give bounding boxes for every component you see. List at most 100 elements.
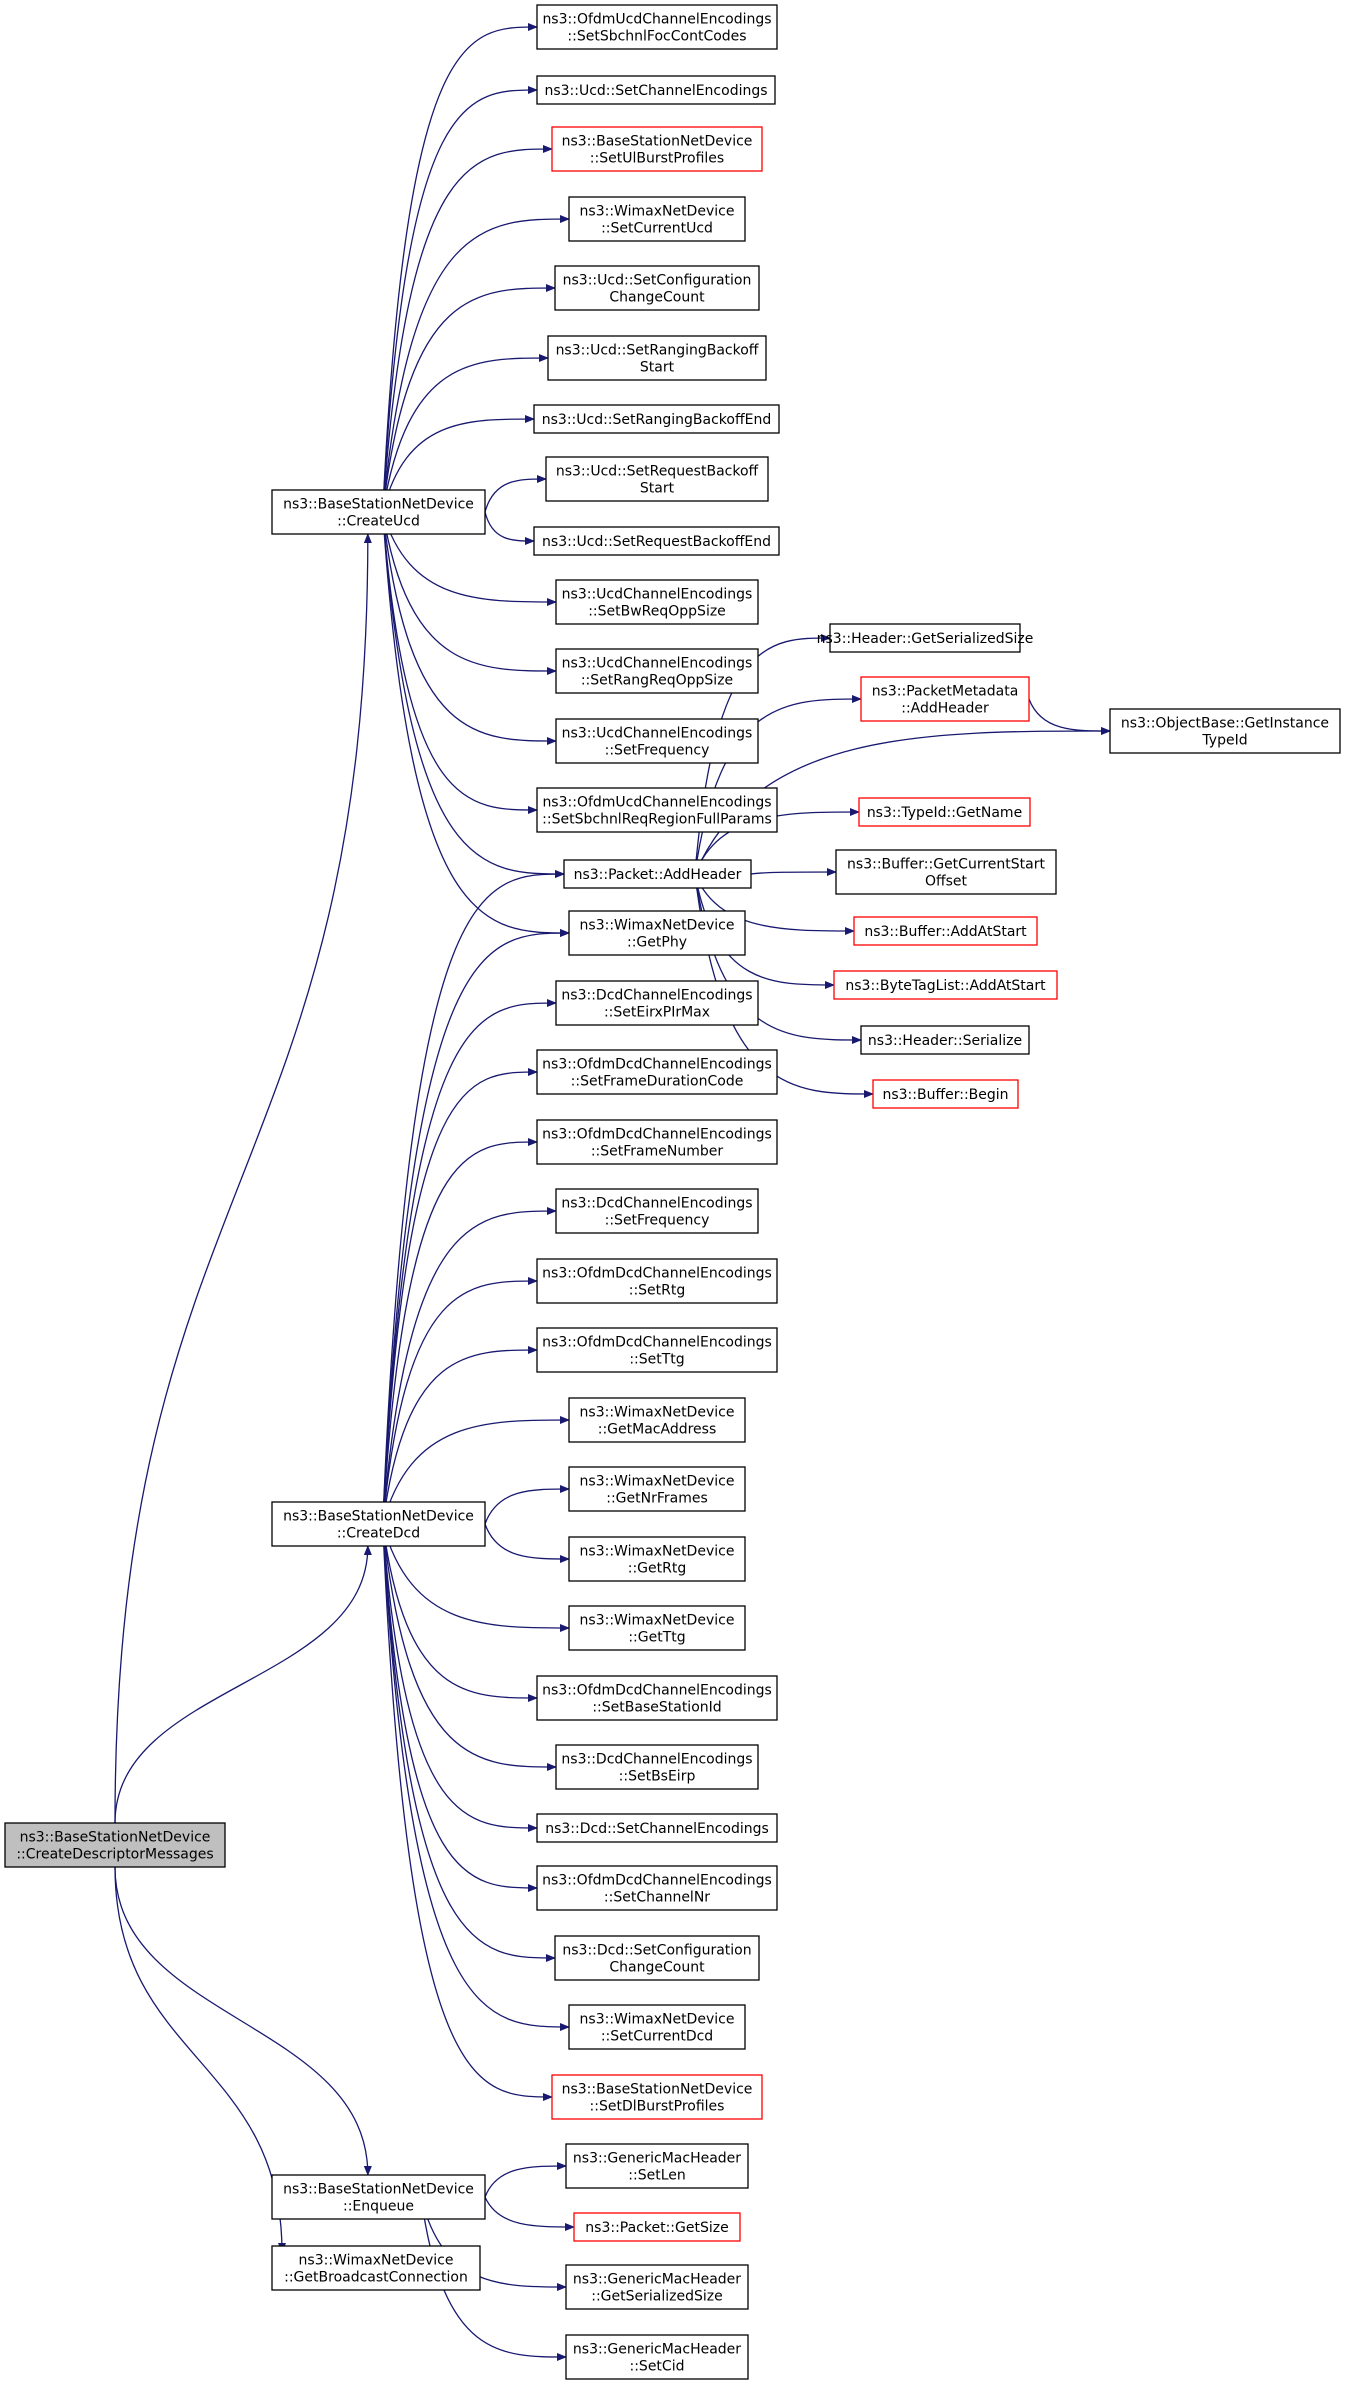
node-ucdchannelencodings-setbwreqoppsize[interactable]: ns3::UcdChannelEncodings::SetBwReqOppSiz… <box>555 579 759 625</box>
node-label: ns3::Packet::GetSize <box>585 2220 728 2236</box>
edge-ucd-to-u3 <box>382 145 553 513</box>
node-wimaxnetdevice-getbroadcastconnection[interactable]: ns3::WimaxNetDevice::GetBroadcastConnect… <box>271 2245 481 2291</box>
node-genericmacheader-setlen[interactable]: ns3::GenericMacHeader::SetLen <box>565 2143 749 2189</box>
node-ucd-setrangingbackoffend[interactable]: ns3::Ucd::SetRangingBackoffEnd <box>533 404 780 434</box>
node-label: ::GetBroadcastConnection <box>284 2270 468 2286</box>
node-label: ns3::Buffer::GetCurrentStart <box>847 857 1045 873</box>
node-label: ns3::BaseStationNetDevice <box>20 1830 211 1846</box>
node-ofdmdcdchannelencodings-setttg[interactable]: ns3::OfdmDcdChannelEncodings::SetTtg <box>536 1327 778 1373</box>
node-label: ::SetDlBurstProfiles <box>590 2099 725 2115</box>
node-typeid-getname[interactable]: ns3::TypeId::GetName <box>858 797 1031 827</box>
node-label: ::GetMacAddress <box>598 1422 717 1438</box>
node-label: ns3::OfdmDcdChannelEncodings <box>542 1873 772 1889</box>
node-box <box>568 2004 746 2050</box>
node-packetmetadata-addheader[interactable]: ns3::PacketMetadata::AddHeader <box>860 676 1030 722</box>
node-dcdchannelencodings-setbseirp[interactable]: ns3::DcdChannelEncodings::SetBsEirp <box>555 1744 759 1790</box>
node-wimaxnetdevice-setcurrentdcd[interactable]: ns3::WimaxNetDevice::SetCurrentDcd <box>568 2004 746 2050</box>
node-label: ns3::WimaxNetDevice <box>580 918 735 934</box>
node-label: ns3::OfdmDcdChannelEncodings <box>542 1127 772 1143</box>
node-box <box>551 2074 763 2120</box>
node-basestationnetdevice-createucd[interactable]: ns3::BaseStationNetDevice::CreateUcd <box>271 489 486 535</box>
node-label: ::SetEirxPIrMax <box>604 1005 710 1021</box>
node-ucdchannelencodings-setfrequency[interactable]: ns3::UcdChannelEncodings::SetFrequency <box>555 718 759 764</box>
nodes: ns3::BaseStationNetDevice::CreateDescrip… <box>4 4 1341 2380</box>
node-label: ::SetRangReqOppSize <box>581 673 733 689</box>
node-wimaxnetdevice-getmacaddress[interactable]: ns3::WimaxNetDevice::GetMacAddress <box>568 1397 746 1443</box>
node-ucdchannelencodings-setrangreqoppsize[interactable]: ns3::UcdChannelEncodings::SetRangReqOppS… <box>555 648 759 694</box>
node-header-getserializedsize[interactable]: ns3::Header::GetSerializedSize <box>817 623 1034 653</box>
node-basestationnetdevice-enqueue[interactable]: ns3::BaseStationNetDevice::Enqueue <box>271 2174 486 2220</box>
node-wimaxnetdevice-getnrframes[interactable]: ns3::WimaxNetDevice::GetNrFrames <box>568 1466 746 1512</box>
node-dcdchannelencodings-setfrequency[interactable]: ns3::DcdChannelEncodings::SetFrequency <box>555 1188 759 1234</box>
node-label: ns3::PacketMetadata <box>872 684 1019 700</box>
node-label: ns3::BaseStationNetDevice <box>283 1509 474 1525</box>
node-label: ns3::BaseStationNetDevice <box>562 2082 753 2098</box>
node-label: ns3::Ucd::SetChannelEncodings <box>544 83 767 99</box>
node-label: ns3::OfdmUcdChannelEncodings <box>542 12 771 28</box>
node-box <box>565 2264 749 2310</box>
node-basestationnetdevice-setdlburstprofiles[interactable]: ns3::BaseStationNetDevice::SetDlBurstPro… <box>551 2074 763 2120</box>
node-label: ns3::OfdmDcdChannelEncodings <box>542 1057 772 1073</box>
node-label: ::CreateUcd <box>337 514 420 530</box>
node-label: ns3::DcdChannelEncodings <box>561 988 752 1004</box>
edge-ucd-to-u5 <box>382 284 556 513</box>
node-label: ns3::Ucd::SetRangingBackoff <box>556 343 759 359</box>
node-label: ns3::OfdmDcdChannelEncodings <box>542 1266 772 1282</box>
node-buffer-begin[interactable]: ns3::Buffer::Begin <box>872 1079 1019 1109</box>
node-ofdmdcdchannelencodings-setframenumber[interactable]: ns3::OfdmDcdChannelEncodings::SetFrameNu… <box>536 1119 778 1165</box>
node-genericmacheader-setcid[interactable]: ns3::GenericMacHeader::SetCid <box>565 2334 749 2380</box>
node-label: ns3::WimaxNetDevice <box>580 1474 735 1490</box>
edge-dcd-to-d14 <box>382 1523 538 1892</box>
node-label: ns3::UcdChannelEncodings <box>562 656 753 672</box>
edge-dcd-to-d2 <box>382 1068 538 1525</box>
node-label: ns3::GenericMacHeader <box>573 2151 741 2167</box>
node-box <box>536 1327 778 1373</box>
node-label: ns3::Buffer::AddAtStart <box>864 924 1027 940</box>
node-label: ::SetCid <box>630 2359 685 2375</box>
node-ofdmucdchannelencodings-setsbchnlfoccontcodes[interactable]: ns3::OfdmUcdChannelEncodings::SetSbchnlF… <box>536 4 778 50</box>
node-label: ns3::TypeId::GetName <box>867 805 1022 821</box>
node-box <box>545 456 769 502</box>
node-box <box>536 1813 778 1843</box>
node-label: ::SetFrameDurationCode <box>571 1074 744 1090</box>
node-ofdmdcdchannelencodings-setrtg[interactable]: ns3::OfdmDcdChannelEncodings::SetRtg <box>536 1258 778 1304</box>
node-box <box>547 335 767 381</box>
node-packet-addheader[interactable]: ns3::Packet::AddHeader <box>563 859 752 889</box>
node-label: ::SetTtg <box>629 1352 684 1368</box>
node-dcdchannelencodings-seteirxpirmax[interactable]: ns3::DcdChannelEncodings::SetEirxPIrMax <box>555 980 759 1026</box>
node-basestationnetdevice-setulburstprofiles[interactable]: ns3::BaseStationNetDevice::SetUlBurstPro… <box>551 126 763 172</box>
node-box <box>551 126 763 172</box>
node-label: ns3::OfdmDcdChannelEncodings <box>542 1335 772 1351</box>
node-packet-getsize[interactable]: ns3::Packet::GetSize <box>573 2212 741 2242</box>
node-bytetaglist-addatstart[interactable]: ns3::ByteTagList::AddAtStart <box>833 970 1058 1000</box>
node-ofdmdcdchannelencodings-setchannelnr[interactable]: ns3::OfdmDcdChannelEncodings::SetChannel… <box>536 1865 778 1911</box>
node-label: ::GetNrFrames <box>606 1491 708 1507</box>
node-box <box>536 1675 778 1721</box>
edge-ucd-to-u11 <box>382 511 557 675</box>
node-header-serialize[interactable]: ns3::Header::Serialize <box>860 1025 1030 1055</box>
node-ucd-setrequestbackoffend[interactable]: ns3::Ucd::SetRequestBackoffEnd <box>533 526 780 556</box>
node-wimaxnetdevice-setcurrentucd[interactable]: ns3::WimaxNetDevice::SetCurrentUcd <box>568 196 746 242</box>
node-wimaxnetdevice-getttg[interactable]: ns3::WimaxNetDevice::GetTtg <box>568 1605 746 1651</box>
node-label: ns3::BaseStationNetDevice <box>283 497 474 513</box>
node-wimaxnetdevice-getphy[interactable]: ns3::WimaxNetDevice::GetPhy <box>568 910 746 956</box>
node-genericmacheader-getserializedsize[interactable]: ns3::GenericMacHeader::GetSerializedSize <box>565 2264 749 2310</box>
node-box <box>833 970 1058 1000</box>
node-dcd-setchannelencodings[interactable]: ns3::Dcd::SetChannelEncodings <box>536 1813 778 1843</box>
node-ofdmucdchannelencodings-setsbchnlreqregionfullparams[interactable]: ns3::OfdmUcdChannelEncodings::SetSbchnlR… <box>536 787 778 833</box>
node-buffer-addatstart[interactable]: ns3::Buffer::AddAtStart <box>853 916 1038 946</box>
node-box <box>568 1605 746 1651</box>
node-ucd-setchannelencodings[interactable]: ns3::Ucd::SetChannelEncodings <box>536 75 776 105</box>
node-wimaxnetdevice-getrtg[interactable]: ns3::WimaxNetDevice::GetRtg <box>568 1536 746 1582</box>
node-ofdmdcdchannelencodings-setframedurationcode[interactable]: ns3::OfdmDcdChannelEncodings::SetFrameDu… <box>536 1049 778 1095</box>
node-box <box>555 980 759 1026</box>
edge-ucd-to-u2 <box>382 86 538 513</box>
node-ofdmdcdchannelencodings-setbasestationid[interactable]: ns3::OfdmDcdChannelEncodings::SetBaseSta… <box>536 1675 778 1721</box>
node-basestationnetdevice-createdcd[interactable]: ns3::BaseStationNetDevice::CreateDcd <box>271 1501 486 1547</box>
